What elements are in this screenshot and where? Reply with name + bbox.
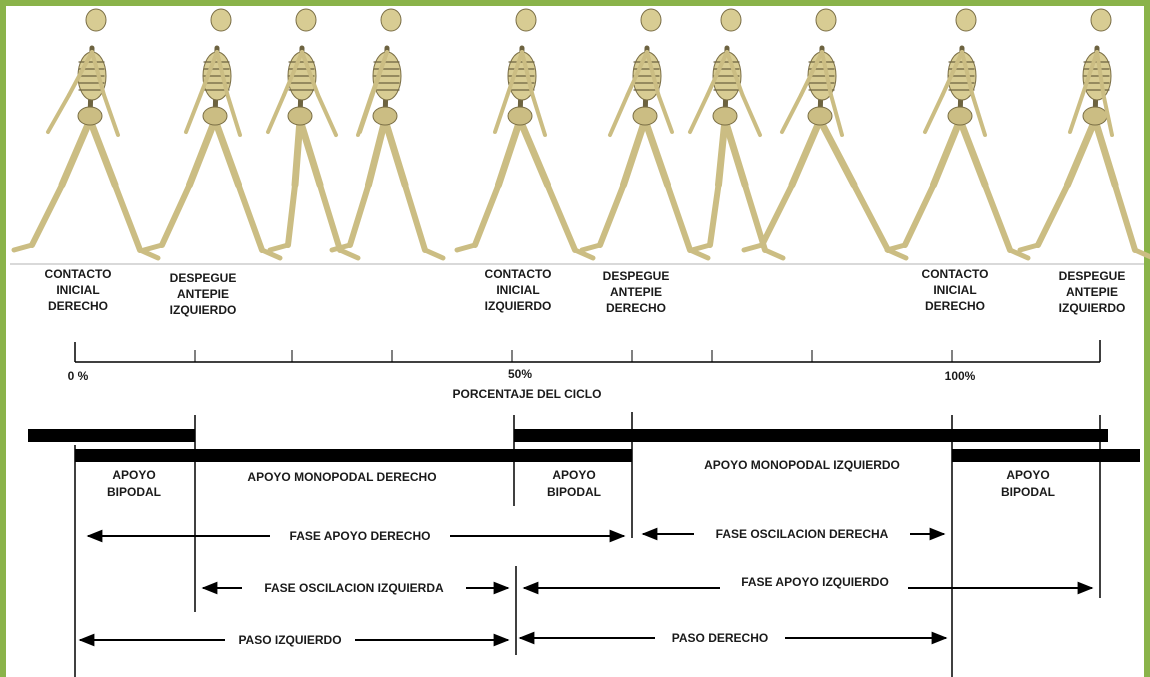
arrow-paso-derecho: PASO DERECHO xyxy=(520,631,946,645)
svg-text:DERECHO: DERECHO xyxy=(925,299,985,313)
bar-right-stance-2 xyxy=(952,449,1140,462)
svg-text:IZQUIERDO: IZQUIERDO xyxy=(170,303,237,317)
svg-text:DERECHO: DERECHO xyxy=(48,299,108,313)
svg-text:BIPODAL: BIPODAL xyxy=(547,485,601,499)
svg-text:APOYO: APOYO xyxy=(552,468,595,482)
svg-text:DESPEGUE: DESPEGUE xyxy=(1059,269,1126,283)
cycle-percentage-axis: 0 % 50% 100% PORCENTAJE DEL CICLO xyxy=(68,340,1100,401)
svg-text:INICIAL: INICIAL xyxy=(933,283,976,297)
svg-text:APOYO: APOYO xyxy=(112,468,155,482)
event-label-contacto-izquierdo: CONTACTO INICIAL IZQUIERDO xyxy=(485,267,552,313)
svg-text:APOYO: APOYO xyxy=(1006,468,1049,482)
label-fase-oscilacion-derecha: FASE OSCILACION DERECHA xyxy=(716,527,889,541)
svg-text:BIPODAL: BIPODAL xyxy=(1001,485,1055,499)
walking-skeletons-illustration xyxy=(14,9,1150,258)
label-paso-izquierdo: PASO IZQUIERDO xyxy=(238,633,341,647)
support-label-monopodal-izquierdo: APOYO MONOPODAL IZQUIERDO xyxy=(704,458,900,472)
event-label-despegue-izquierdo-2: DESPEGUE ANTEPIE IZQUIERDO xyxy=(1059,269,1126,315)
arrow-fase-oscilacion-derecha: FASE OSCILACION DERECHA xyxy=(643,527,944,541)
svg-text:INICIAL: INICIAL xyxy=(496,283,539,297)
event-label-despegue-izquierdo-1: DESPEGUE ANTEPIE IZQUIERDO xyxy=(170,271,237,317)
svg-text:DESPEGUE: DESPEGUE xyxy=(170,271,237,285)
svg-text:CONTACTO: CONTACTO xyxy=(922,267,989,281)
arrow-fase-apoyo-izquierdo: FASE APOYO IZQUIERDO xyxy=(524,575,1092,589)
svg-text:DERECHO: DERECHO xyxy=(606,301,666,315)
svg-text:ANTEPIE: ANTEPIE xyxy=(177,287,229,301)
tick-label-50: 50% xyxy=(508,367,532,381)
svg-text:INICIAL: INICIAL xyxy=(56,283,99,297)
svg-text:ANTEPIE: ANTEPIE xyxy=(610,285,662,299)
arrow-paso-izquierdo: PASO IZQUIERDO xyxy=(80,633,508,647)
bar-left-stance-1 xyxy=(28,429,195,442)
svg-text:DESPEGUE: DESPEGUE xyxy=(603,269,670,283)
svg-text:ANTEPIE: ANTEPIE xyxy=(1066,285,1118,299)
label-fase-oscilacion-izquierda: FASE OSCILACION IZQUIERDA xyxy=(264,581,444,595)
event-label-contacto-derecho-2: CONTACTO INICIAL DERECHO xyxy=(922,267,989,313)
svg-text:CONTACTO: CONTACTO xyxy=(485,267,552,281)
svg-text:IZQUIERDO: IZQUIERDO xyxy=(485,299,552,313)
svg-text:BIPODAL: BIPODAL xyxy=(107,485,161,499)
arrow-fase-oscilacion-izquierda: FASE OSCILACION IZQUIERDA xyxy=(203,581,508,595)
label-fase-apoyo-izquierdo: FASE APOYO IZQUIERDO xyxy=(741,575,889,589)
label-fase-apoyo-derecho: FASE APOYO DERECHO xyxy=(290,529,431,543)
support-label-bipodal-1: APOYO BIPODAL xyxy=(107,468,161,499)
event-label-contacto-derecho-1: CONTACTO INICIAL DERECHO xyxy=(45,267,112,313)
axis-title: PORCENTAJE DEL CICLO xyxy=(453,387,602,401)
event-label-despegue-derecho: DESPEGUE ANTEPIE DERECHO xyxy=(603,269,670,315)
svg-text:IZQUIERDO: IZQUIERDO xyxy=(1059,301,1126,315)
tick-label-100: 100% xyxy=(945,369,976,383)
tick-label-0: 0 % xyxy=(68,369,89,383)
bar-right-stance xyxy=(75,449,632,462)
support-label-monopodal-derecho: APOYO MONOPODAL DERECHO xyxy=(247,470,436,484)
support-label-bipodal-3: APOYO BIPODAL xyxy=(1001,468,1055,499)
bar-left-stance-2 xyxy=(514,429,1108,442)
svg-text:CONTACTO: CONTACTO xyxy=(45,267,112,281)
label-paso-derecho: PASO DERECHO xyxy=(672,631,768,645)
arrow-fase-apoyo-derecho: FASE APOYO DERECHO xyxy=(88,529,624,543)
support-label-bipodal-2: APOYO BIPODAL xyxy=(547,468,601,499)
